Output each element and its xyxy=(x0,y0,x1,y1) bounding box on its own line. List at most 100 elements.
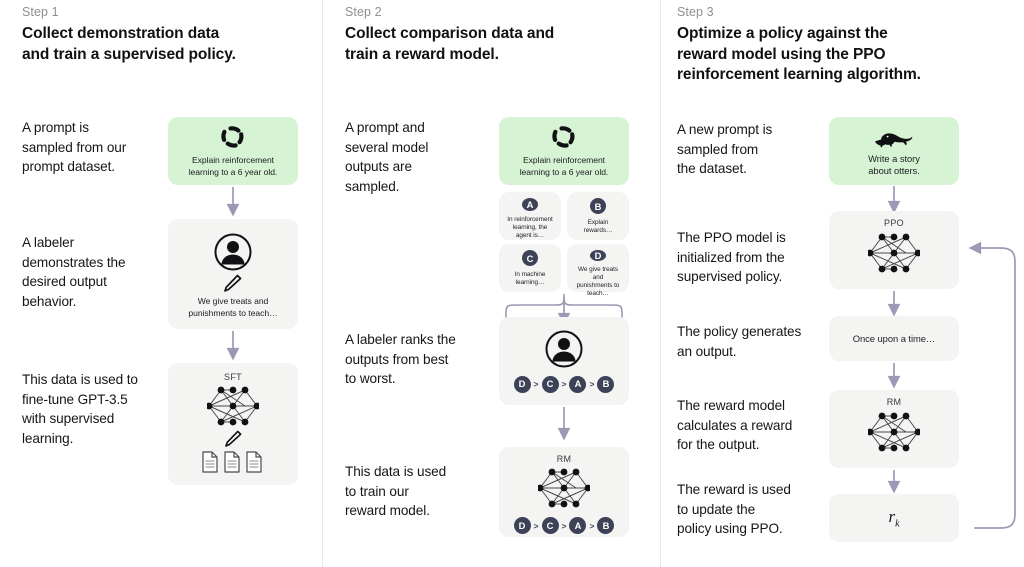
rm-rank-separator-1: > xyxy=(533,520,539,531)
step-3-arrow-3 xyxy=(883,362,905,390)
rank-badge-4: B xyxy=(597,375,615,393)
step-2-caption-2: A labeler ranks the outputs from best to… xyxy=(345,332,456,386)
step-2-output-text-a: In reinforcement learning, the agent is… xyxy=(507,216,553,239)
column-divider-2 xyxy=(660,0,661,567)
neural-net-icon xyxy=(868,410,920,454)
step-2-arrow-2 xyxy=(553,406,575,442)
rm-rank-badge-3: A xyxy=(569,517,587,534)
pencil-icon xyxy=(224,274,242,292)
neural-net-icon xyxy=(538,466,590,510)
step-3-arrow-4 xyxy=(883,469,905,495)
step-1-arrow-2 xyxy=(222,330,244,362)
step-2-column: Step 2 Collect comparison data and train… xyxy=(323,0,660,567)
step-2-output-text-c: In machine learning… xyxy=(514,271,546,286)
step-1-sft-card[interactable]: SFT xyxy=(168,363,298,485)
rm-rank-separator-2: > xyxy=(561,520,567,531)
step-3-caption-5: The reward is used to update the policy … xyxy=(677,482,791,536)
reward-symbol-base: r xyxy=(888,506,896,526)
rm-rank-badge-1: D xyxy=(513,517,531,534)
column-divider-1 xyxy=(322,0,323,567)
step-3-column: Step 3 Optimize a policy against the rew… xyxy=(661,0,1024,567)
step-2-output-text-b: Explain rewards… xyxy=(583,219,613,234)
step-2-prompt-card[interactable]: Explain reinforcement learning to a 6 ye… xyxy=(499,117,629,185)
step-3-caption-1: A new prompt is sampled from the dataset… xyxy=(677,122,773,176)
step-2-output-card-b[interactable]: B Explain rewards… xyxy=(567,192,629,240)
step-3-arrow-2 xyxy=(883,290,905,318)
step-3-prompt-text: Write a story about otters. xyxy=(868,153,920,176)
step-2-ranking-row-rm: D > C > A > B xyxy=(513,517,615,534)
step-1-labeler-card[interactable]: We give treats and punishments to teach… xyxy=(168,219,298,329)
step-3-caption-2: The PPO model is initialized from the su… xyxy=(677,230,786,284)
dashed-circle-icon xyxy=(221,124,245,150)
step-2-labeler-rank-card[interactable]: D > C > A > B xyxy=(499,317,629,405)
step-2-prompt-text: Explain reinforcement learning to a 6 ye… xyxy=(519,155,609,177)
step-2-title: Collect comparison data and train a rewa… xyxy=(345,24,645,65)
rank-badge-2: C xyxy=(541,375,559,393)
rank-separator-3: > xyxy=(589,379,595,389)
step-3-title: Optimize a policy against the reward mod… xyxy=(677,24,977,86)
dashed-circle-icon xyxy=(552,124,576,150)
step-3-rm-label: RM xyxy=(886,397,902,407)
rank-separator-1: > xyxy=(533,379,539,389)
step-1-prompt-text: Explain reinforcement learning to a 6 ye… xyxy=(188,155,278,177)
step-2-caption-3: This data is used to train our reward mo… xyxy=(345,464,447,518)
step-1-prompt-card[interactable]: Explain reinforcement learning to a 6 ye… xyxy=(168,117,298,185)
rm-rank-separator-3: > xyxy=(589,520,595,531)
step-3-caption-3: The policy generates an output. xyxy=(677,324,802,359)
step-2-ranking-row-labeler: D > C > A > B xyxy=(513,375,615,393)
reward-symbol: rk xyxy=(888,507,899,529)
step-1-caption-1: A prompt is sampled from our prompt data… xyxy=(22,120,127,174)
person-circle-icon xyxy=(545,330,583,368)
step-2-label: Step 2 xyxy=(345,5,382,19)
step-1-caption-2: A labeler demonstrates the desired outpu… xyxy=(22,235,126,309)
step-3-output-card[interactable]: Once upon a time… xyxy=(829,316,959,361)
rm-rank-badge-2: C xyxy=(541,517,559,534)
step-2-rm-card[interactable]: RM D > C > A > B xyxy=(499,447,629,537)
step-3-ppo-label: PPO xyxy=(884,218,904,228)
step-3-prompt-card[interactable]: Write a story about otters. xyxy=(829,117,959,185)
step-2-output-card-a[interactable]: A In reinforcement learning, the agent i… xyxy=(499,192,561,240)
step-3-title-line-2: reward model using the PPO xyxy=(677,45,886,63)
step-3-caption-4: The reward model calculates a reward for… xyxy=(677,398,793,452)
neural-net-icon xyxy=(868,231,920,275)
step-1-label: Step 1 xyxy=(22,5,59,19)
step-3-rm-card[interactable]: RM xyxy=(829,390,959,468)
step-3-title-line-3: reinforcement learning algorithm. xyxy=(677,66,921,83)
step-1-title-line-2: and train a supervised policy. xyxy=(22,45,236,63)
step-3-title-line-1: Optimize a policy against the xyxy=(677,25,888,42)
step-3-label: Step 3 xyxy=(677,5,714,19)
step-2-output-card-c[interactable]: C In machine learning… xyxy=(499,244,561,292)
step-2-title-line-2: train a reward model. xyxy=(345,45,499,63)
output-letter-badge-a: A xyxy=(522,198,538,211)
step-2-output-text-d: We give treats and punishments to teach… xyxy=(576,266,620,297)
otter-icon xyxy=(873,125,915,149)
step-2-rm-label: RM xyxy=(556,454,572,464)
step-3-ppo-card[interactable]: PPO xyxy=(829,211,959,289)
pencil-icon xyxy=(224,430,242,447)
step-3-output-text: Once upon a time… xyxy=(852,332,936,344)
output-letter-badge-b: B xyxy=(590,198,606,214)
step-2-title-line-1: Collect comparison data and xyxy=(345,25,555,42)
neural-net-icon xyxy=(207,384,259,428)
rm-rank-badge-4: B xyxy=(597,517,615,534)
step-3-reward-card[interactable]: rk xyxy=(829,494,959,542)
step-1-column: Step 1 Collect demonstration data and tr… xyxy=(0,0,322,567)
output-letter-badge-c: C xyxy=(522,250,538,266)
step-1-arrow-1 xyxy=(222,186,244,218)
output-letter-badge-d: D xyxy=(590,250,606,261)
step-1-labeler-text: We give treats and punishments to teach… xyxy=(188,296,278,318)
step-1-title: Collect demonstration data and train a s… xyxy=(22,24,302,65)
step-1-sft-label: SFT xyxy=(224,372,242,382)
rank-badge-1: D xyxy=(513,375,531,393)
step-2-caption-1: A prompt and several model outputs are s… xyxy=(345,120,429,194)
rank-badge-3: A xyxy=(569,375,587,393)
documents-icon xyxy=(202,450,264,473)
step-3-arrow-1 xyxy=(883,185,905,215)
step-1-title-line-1: Collect demonstration data xyxy=(22,25,220,42)
step-3-feedback-loop-arrow xyxy=(957,240,1023,530)
step-1-caption-3: This data is used to fine-tune GPT-3.5 w… xyxy=(22,372,138,446)
person-circle-icon xyxy=(214,233,252,271)
step-2-merge-brace xyxy=(498,293,632,327)
step-2-output-card-d[interactable]: D We give treats and punishments to teac… xyxy=(567,244,629,297)
